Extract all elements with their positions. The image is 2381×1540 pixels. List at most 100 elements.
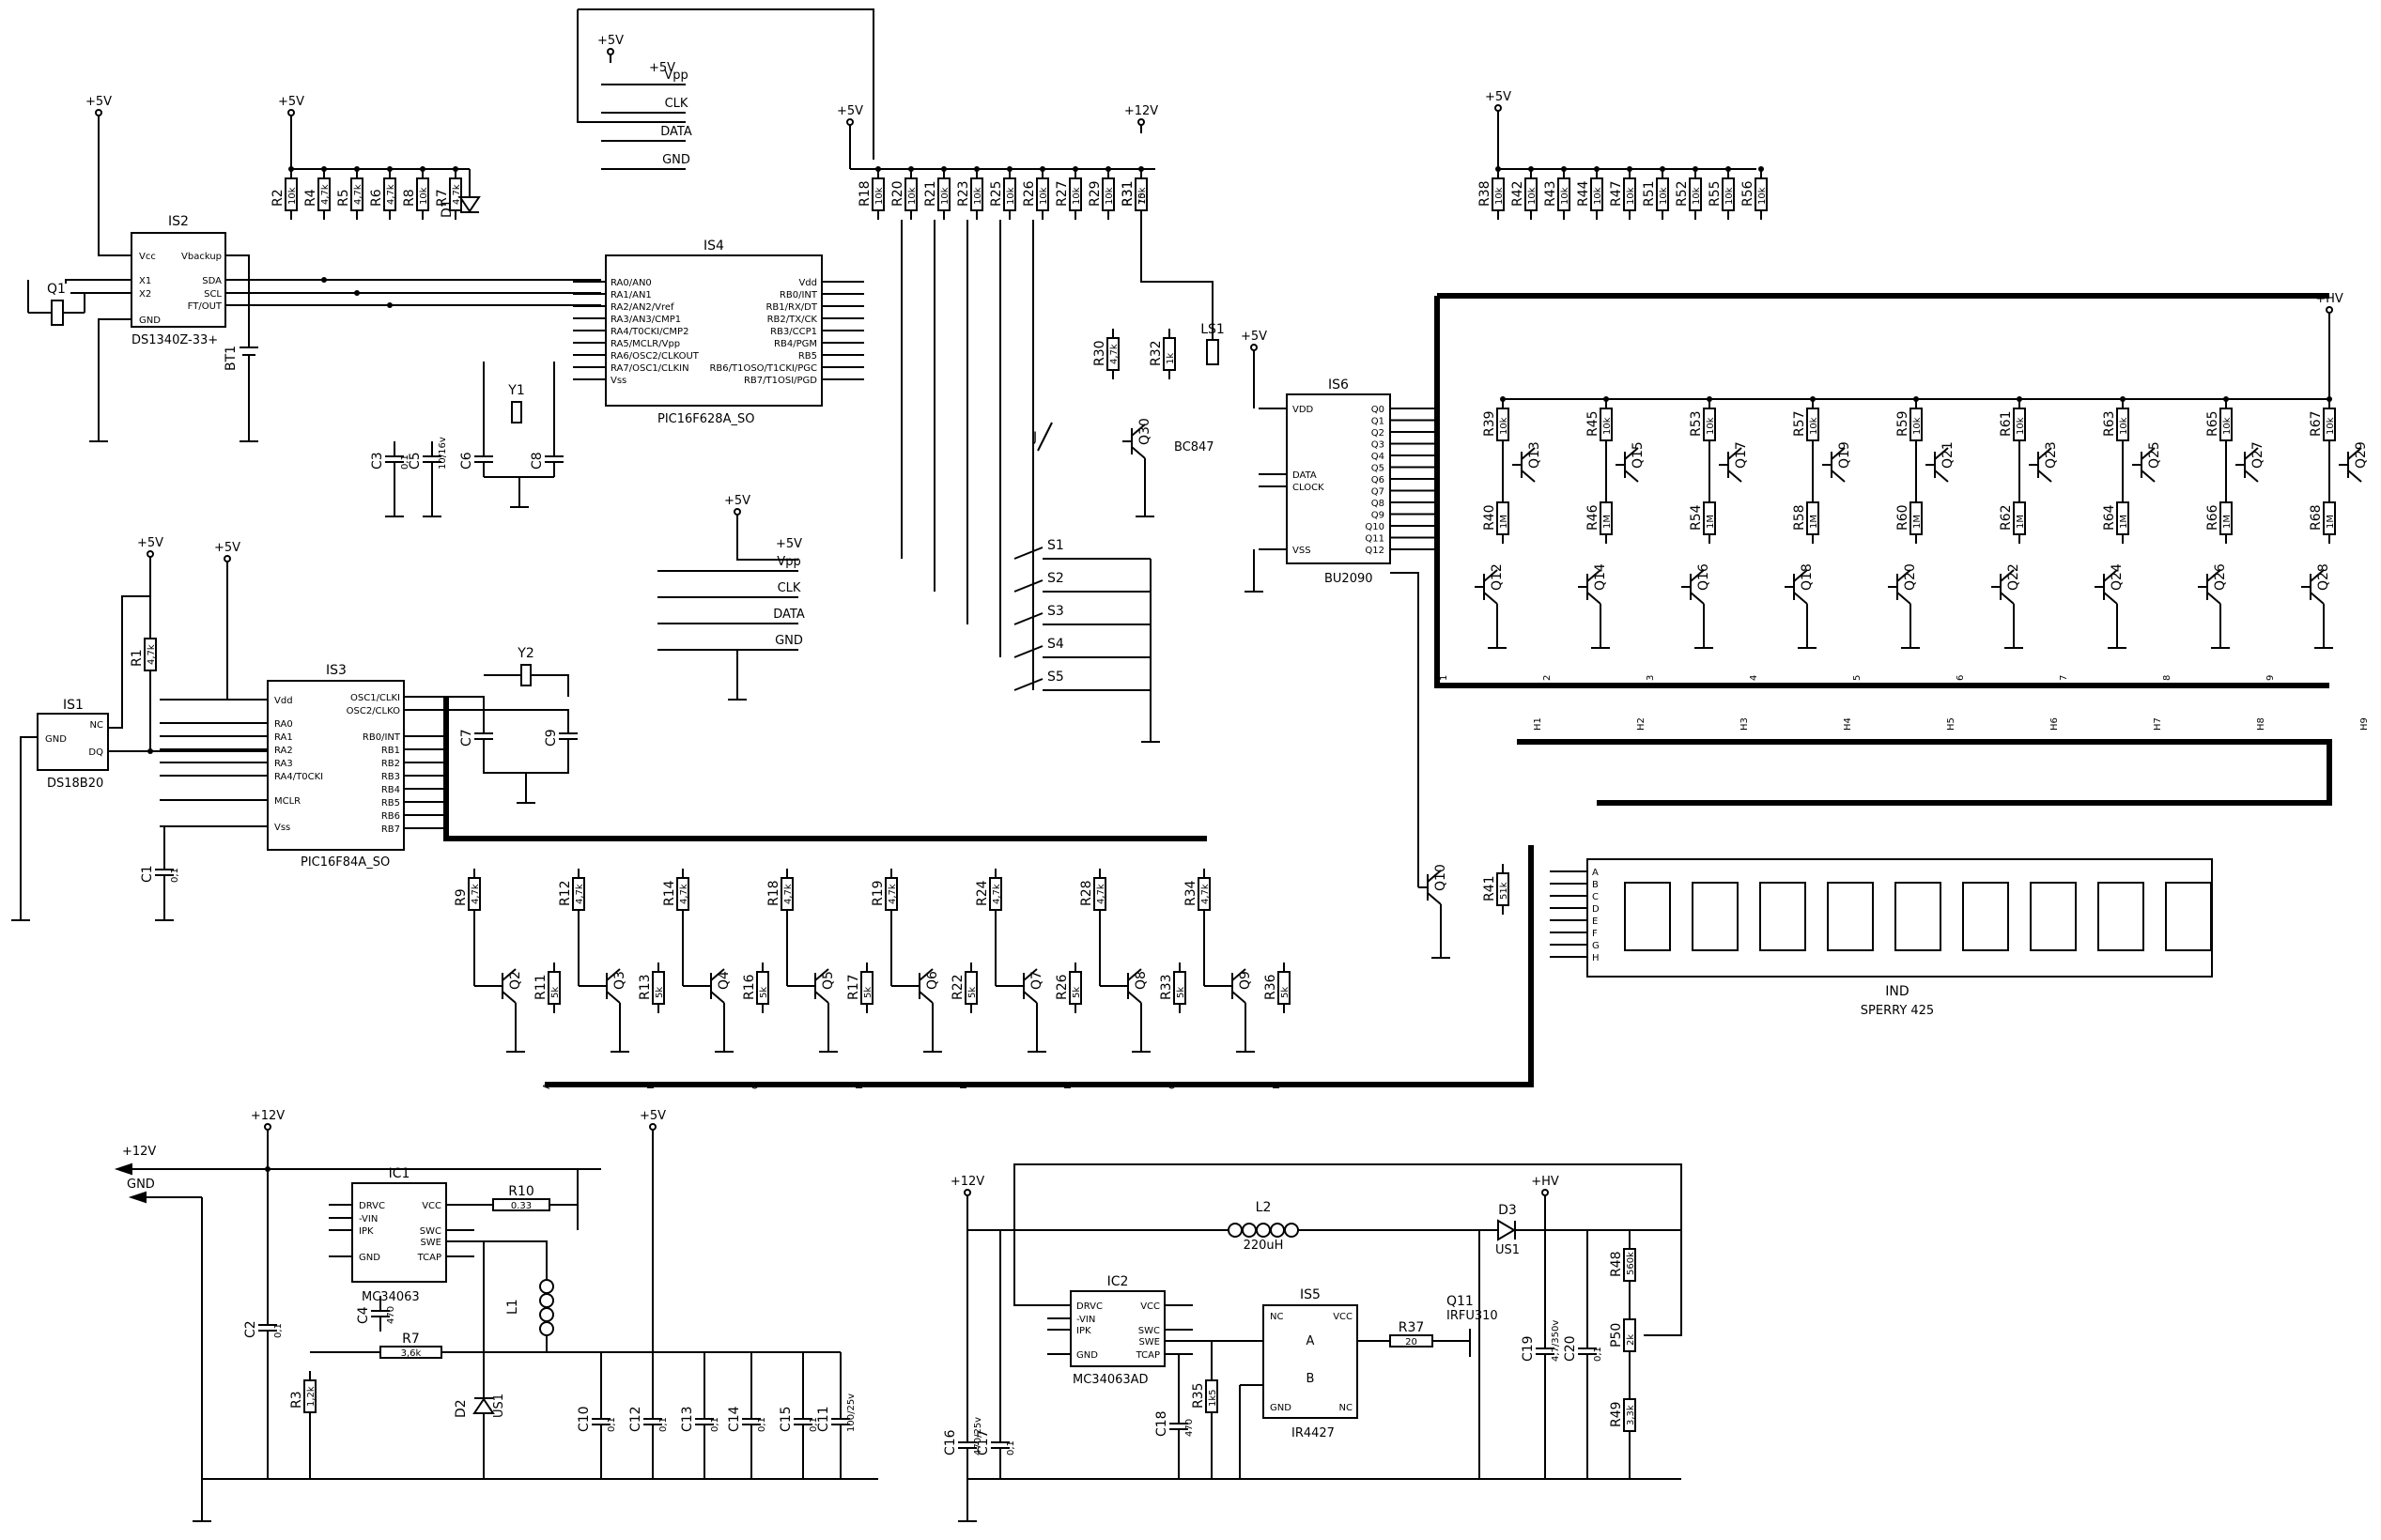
digit-bus-label: H5	[1946, 717, 1956, 731]
resistor-value: 4,7k	[471, 884, 481, 904]
ic2-pin-label: IPK	[1076, 1326, 1091, 1336]
is3-pin-label: RA4/T0CKI	[274, 772, 323, 782]
is1-body	[37, 713, 109, 771]
resistor-value: 10k	[1527, 187, 1538, 205]
resistor-ref: R10	[508, 1184, 534, 1199]
switch-ref: S5	[1047, 670, 1064, 685]
hv-top-resistor	[1909, 408, 1923, 441]
transistor-emitter	[2310, 592, 2325, 605]
prog-connector-label: CLK	[778, 581, 801, 595]
is6-ref: IS6	[1328, 377, 1349, 393]
ic1-pin-label: -VIN	[359, 1214, 378, 1224]
transistor-ref: Q16	[1696, 563, 1711, 591]
display-seg-label: A	[1592, 868, 1599, 878]
is2-pullup-resistor	[449, 177, 462, 211]
cap-value: 470	[386, 1306, 396, 1324]
transistor-collector	[1896, 569, 1911, 582]
cap-value: 4,7/350v	[1551, 1320, 1561, 1362]
is4-pin-label: RA0/AN0	[611, 278, 652, 288]
seg-bus-label: H	[1272, 1082, 1282, 1089]
resistor-value: 5k	[1176, 987, 1186, 998]
ic1-body	[351, 1182, 447, 1283]
ic2-pin-label: SWE	[1138, 1337, 1160, 1348]
is5-ref: IS5	[1300, 1287, 1321, 1302]
is3-pin-label: RB4	[381, 785, 400, 795]
digit-bus-label: H6	[2049, 717, 2060, 731]
transistor-emitter	[919, 991, 934, 1004]
l1-wire	[474, 1240, 548, 1280]
junction-dot	[354, 166, 360, 172]
resistor-value: 10k	[1659, 187, 1669, 205]
seg-top-resistor	[989, 877, 1002, 911]
r37-resistor	[1389, 1334, 1433, 1348]
seg-bot-resistor	[965, 971, 978, 1005]
resistor-ref: R60	[1895, 504, 1910, 531]
is4-pin-label: RA2/AN2/Vref	[611, 302, 674, 313]
q10-base-wire	[1390, 572, 1419, 887]
is4-pullup-resistor	[1069, 177, 1082, 211]
hv-top-resistor	[1806, 408, 1819, 441]
is4-pin-label: RB2/TX/CK	[767, 315, 818, 325]
resistor-value: 10k	[1706, 417, 1716, 435]
digit-bus-label: H8	[2256, 717, 2266, 731]
junction-dot	[321, 277, 327, 283]
is3-body	[267, 680, 405, 851]
is3-pin-label: RB6	[381, 811, 400, 822]
resistor-value: 5k	[863, 987, 874, 998]
resistor-value: 1M	[2222, 515, 2233, 529]
junction-dot	[2017, 396, 2022, 402]
segment-bus-top	[443, 697, 1207, 841]
ic2-body	[1070, 1290, 1166, 1367]
rail-label: +5V	[837, 104, 863, 118]
resistor-ref: R5	[336, 189, 351, 207]
ic2-pin-label: SWC	[1138, 1326, 1160, 1336]
rail-terminal	[846, 118, 854, 126]
switch-ref: S4	[1047, 637, 1064, 652]
resistor-ref: R44	[1576, 180, 1591, 207]
transistor-emitter	[1690, 592, 1705, 605]
prog-wire	[578, 8, 874, 160]
transistor-ref: Q29	[2354, 441, 2369, 469]
display-seg-label: D	[1592, 904, 1600, 915]
cap-ref: C8	[530, 452, 545, 470]
rail-terminal	[734, 508, 741, 516]
resistor-value: 10k	[907, 187, 918, 205]
transistor-collector	[1127, 968, 1142, 981]
junction-dot	[1007, 166, 1013, 172]
hv-top-resistor	[1496, 408, 1509, 441]
resistor-value: 10k	[419, 187, 429, 205]
r30-resistor	[1106, 337, 1120, 371]
resistor-ref: R38	[1477, 180, 1492, 207]
is6-pin-label: Q6	[1371, 475, 1384, 485]
cap-value: 0,1	[607, 1417, 617, 1432]
is6-pin-label: VSS	[1292, 546, 1311, 556]
is5-part: IR4427	[1291, 1426, 1335, 1440]
resistor-value: 10k	[1757, 187, 1768, 205]
resistor-value: 0.33	[511, 1201, 532, 1211]
is2-pin-label: Vcc	[139, 252, 156, 262]
junction-dot	[1810, 396, 1816, 402]
junction-dot	[2327, 396, 2332, 402]
is6-pin-label: Q1	[1371, 417, 1384, 427]
transistor-emitter	[1127, 991, 1142, 1004]
is1-pin-label: NC	[90, 720, 103, 731]
resistor-value: 560k	[1626, 1252, 1636, 1275]
junction-dot	[387, 166, 393, 172]
transistor-ref: Q4	[717, 971, 732, 990]
junction-dot	[1138, 166, 1144, 172]
resistor-value: 1k5	[1208, 1389, 1218, 1407]
transistor-collector	[1023, 968, 1038, 981]
is5-body	[1262, 1304, 1358, 1419]
resistor-ref: R2	[271, 189, 286, 207]
hv-bus-label: 9	[2265, 675, 2276, 681]
transistor-emitter	[2141, 470, 2156, 483]
resistor-ref: R19	[871, 880, 886, 906]
transistor-emitter	[1521, 470, 1536, 483]
d1-diode	[458, 196, 481, 213]
hv-bot-resistor	[2323, 501, 2336, 535]
transistor-ref: Q24	[2110, 563, 2125, 591]
is3-pin-label: RA2	[274, 746, 293, 756]
resistor-value: 1M	[1809, 515, 1819, 529]
junction-dot	[2120, 396, 2126, 402]
